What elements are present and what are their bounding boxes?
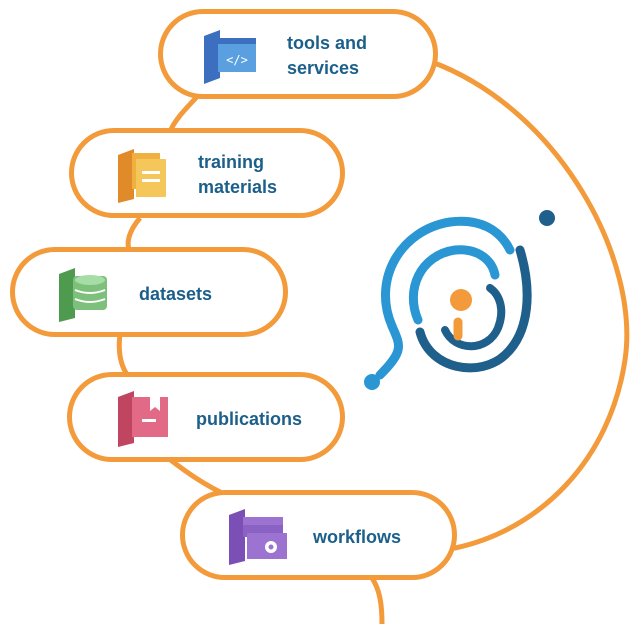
chain-datasets-publications (116, 333, 131, 378)
code-window-icon: </> (200, 30, 260, 89)
gear-folder-icon (225, 507, 289, 570)
svg-text:</>: </> (226, 53, 248, 67)
outer-arc (429, 59, 630, 551)
pill-publications[interactable]: publications (67, 372, 345, 462)
pill-label: datasets (139, 284, 213, 304)
pill-workflows[interactable]: workflows (180, 490, 457, 580)
pill-label: training materials (198, 152, 278, 197)
pill-label: workflows (313, 527, 402, 547)
pill-tools-and-services[interactable]: </> tools and services (158, 9, 438, 99)
pill-label: tools and services (287, 33, 367, 78)
pill-datasets[interactable]: datasets (10, 247, 288, 337)
pill-label: publications (196, 409, 303, 429)
bookmark-book-icon (114, 389, 174, 452)
chain-workflows-bottom (369, 576, 385, 624)
document-stack-icon (114, 147, 174, 208)
database-icon (55, 266, 115, 327)
pill-training-materials[interactable]: training materials (69, 128, 345, 218)
center-logo (364, 210, 555, 390)
